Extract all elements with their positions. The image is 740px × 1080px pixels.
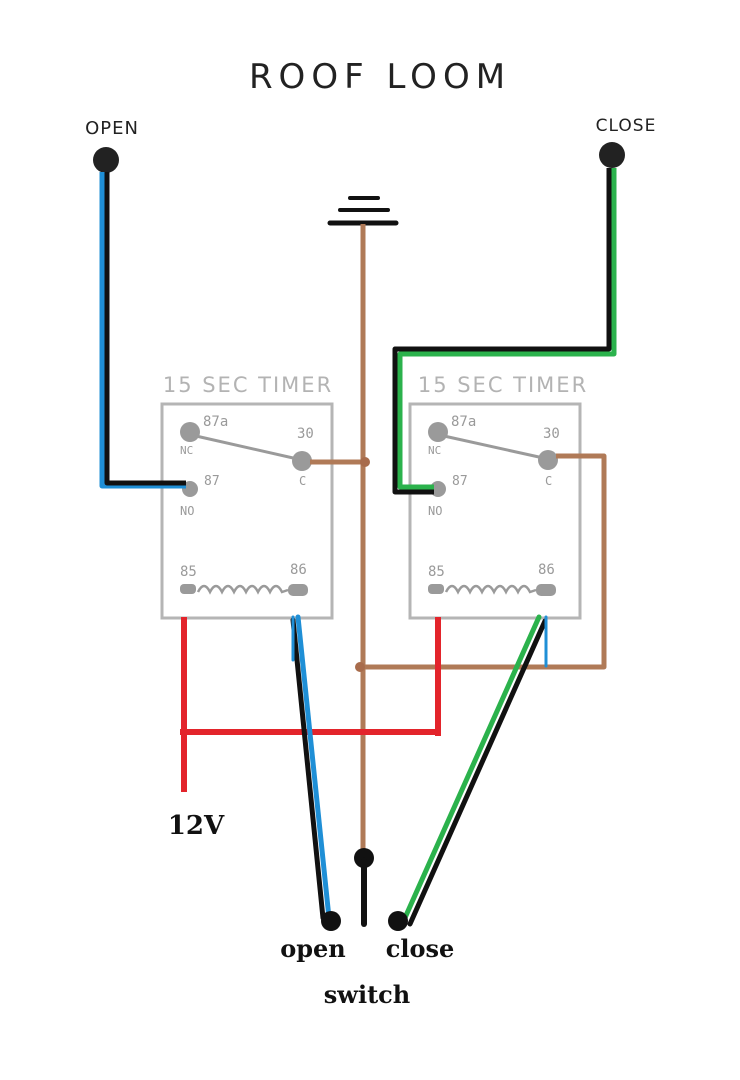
relay-2-label-86: 86 <box>538 562 555 578</box>
relay-2-pin-87a <box>428 422 448 442</box>
relay-1-label-85: 85 <box>180 564 197 580</box>
relay-2-pin-86 <box>536 584 556 596</box>
relay-1-title: 15 SEC TIMER <box>163 373 333 397</box>
open-wire <box>99 172 186 489</box>
relay-2-coil <box>444 584 537 595</box>
switch-close-label: close <box>386 934 455 963</box>
relay-1-label-86: 86 <box>290 562 307 578</box>
power-label: 12V <box>168 811 225 841</box>
relay-2-label-85: 85 <box>428 564 445 580</box>
relay-1-box <box>160 402 334 620</box>
relay-2-pin-85 <box>428 584 444 594</box>
open-switch-wire <box>290 614 332 921</box>
close-terminal-label: CLOSE <box>596 116 657 136</box>
close-terminal-dot <box>599 142 625 168</box>
ground-symbol <box>327 196 399 226</box>
switch-open-label: open <box>280 934 346 963</box>
relay-1-pin-85 <box>180 584 196 594</box>
switch-close-dot <box>388 911 408 931</box>
relay-1-label-30: 30 <box>297 426 314 442</box>
relay-2-label-no: NO <box>428 504 442 518</box>
relay-1-label-nc: NC <box>180 444 193 457</box>
relay-2-label-87a: 87a <box>451 414 476 430</box>
relay-2-title: 15 SEC TIMER <box>418 373 588 397</box>
relay-2-label-nc: NC <box>428 444 441 457</box>
ground-junction-2 <box>355 662 365 672</box>
relay-2-switch-arm <box>442 434 550 461</box>
relay-1-label-c: C <box>299 474 306 488</box>
close-switch-wire <box>401 614 548 927</box>
relay-1-coil <box>196 584 289 595</box>
relay-2-label-87: 87 <box>452 474 468 489</box>
relay-2-box <box>408 402 582 620</box>
relay-1-label-87: 87 <box>204 474 220 489</box>
open-terminal-dot <box>93 147 119 173</box>
switch-open-dot <box>321 911 341 931</box>
relay-1-label-no: NO <box>180 504 194 518</box>
relay-1-pin-86 <box>288 584 308 596</box>
close-wire <box>392 168 617 495</box>
relay-1-pin-30 <box>292 451 312 471</box>
ground-wires <box>310 224 607 860</box>
relay-1-pin-87a <box>180 422 200 442</box>
relay-1: 15 SEC TIMER 87a NC 30 C 87 NO 85 86 <box>160 373 334 620</box>
relay-2-label-c: C <box>545 474 552 488</box>
switch-label: switch <box>324 980 410 1009</box>
relay-2-label-30: 30 <box>543 426 560 442</box>
relay-1-label-87a: 87a <box>203 414 228 430</box>
relay-2: 15 SEC TIMER 87a NC 30 C 87 NO 85 86 <box>408 373 588 620</box>
diagram-title: ROOF LOOM <box>249 57 511 97</box>
relay-2-pin-30 <box>538 450 558 470</box>
ground-wire-relay-2 <box>360 453 607 670</box>
open-terminal-label: OPEN <box>85 118 139 139</box>
ground-junction-1 <box>360 457 370 467</box>
relay-1-switch-arm <box>194 434 304 462</box>
